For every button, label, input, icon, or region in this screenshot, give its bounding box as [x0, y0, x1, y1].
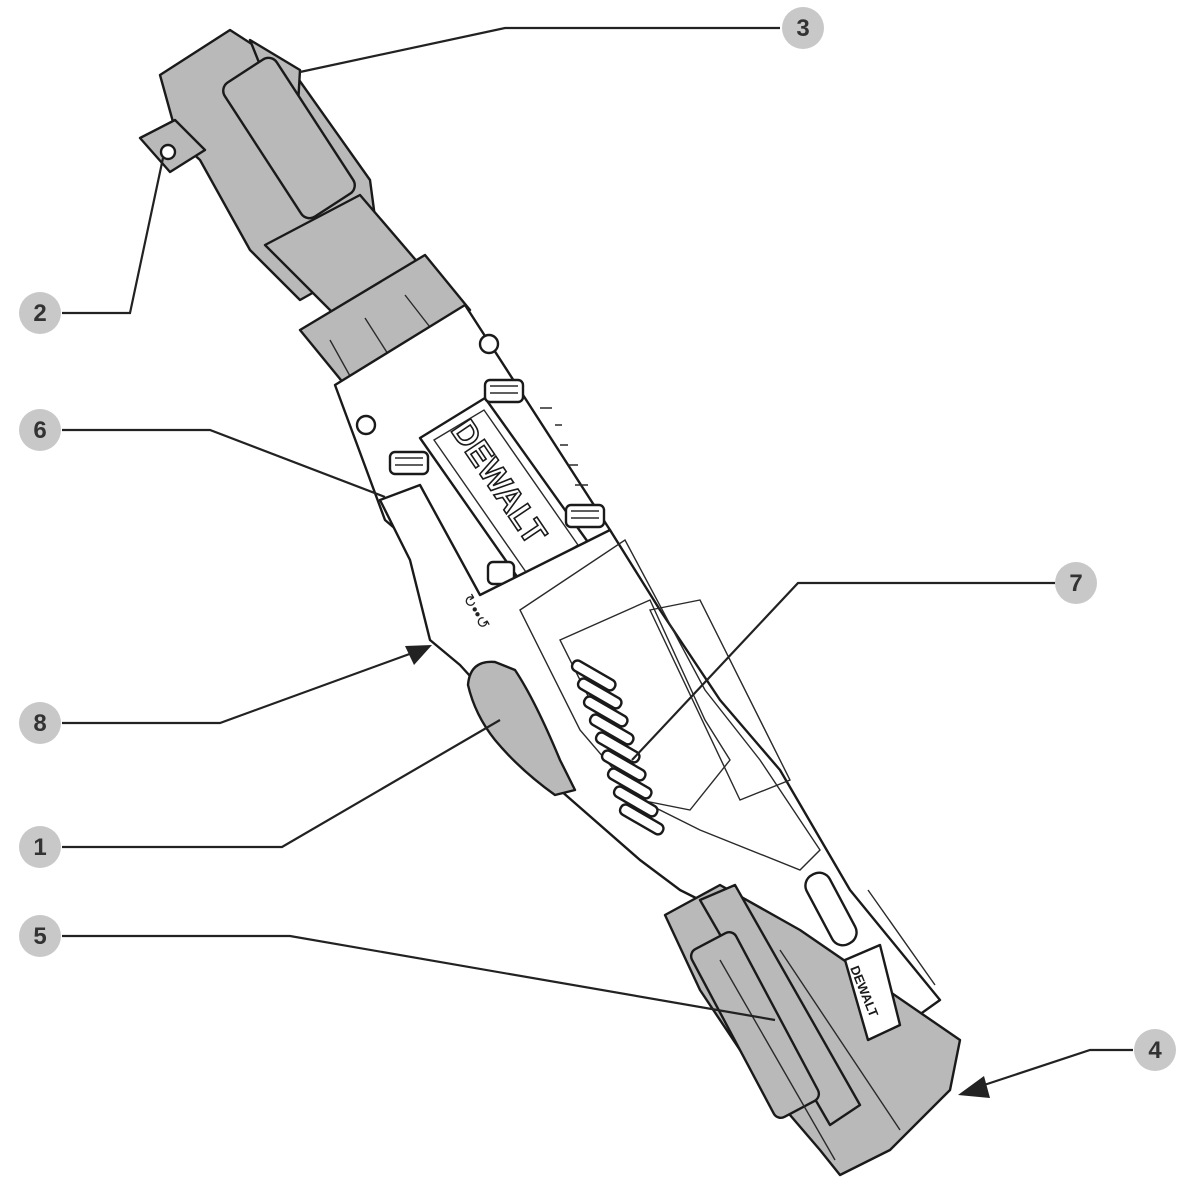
callout-4: 4 [1134, 1029, 1176, 1071]
svg-text:5: 5 [33, 923, 46, 950]
battery-pack [663, 883, 962, 1177]
arrowhead-8 [405, 645, 432, 665]
leader-3 [299, 26, 780, 74]
leader-6 [62, 428, 386, 499]
svg-text:6: 6 [33, 417, 46, 444]
leader-1 [62, 719, 501, 849]
callouts: 1 2 3 4 5 6 7 8 [19, 7, 1176, 1071]
svg-text:2: 2 [33, 300, 46, 327]
arrowhead-4 [958, 1076, 990, 1098]
callout-2: 2 [19, 292, 61, 334]
leader-2 [62, 157, 165, 315]
callout-1: 1 [19, 826, 61, 868]
leader-lines [62, 26, 1133, 1098]
leader-5 [62, 934, 776, 1022]
callout-7: 7 [1055, 562, 1097, 604]
svg-text:7: 7 [1069, 570, 1082, 597]
ratchet-neck [263, 193, 472, 387]
leader-8 [62, 650, 416, 725]
callout-6: 6 [19, 409, 61, 451]
callout-5: 5 [19, 915, 61, 957]
vent-slots [570, 659, 665, 836]
callout-3: 3 [782, 7, 824, 49]
svg-text:4: 4 [1148, 1037, 1162, 1064]
callout-8: 8 [19, 702, 61, 744]
leader-4 [974, 1048, 1133, 1090]
ratchet-tool: ↻••↺ [138, 28, 962, 1177]
svg-text:3: 3 [796, 15, 809, 42]
svg-text:1: 1 [33, 834, 46, 861]
svg-text:8: 8 [33, 710, 46, 737]
leader-7 [631, 581, 1055, 761]
ratchet-handle: ↻••↺ [378, 483, 942, 1052]
